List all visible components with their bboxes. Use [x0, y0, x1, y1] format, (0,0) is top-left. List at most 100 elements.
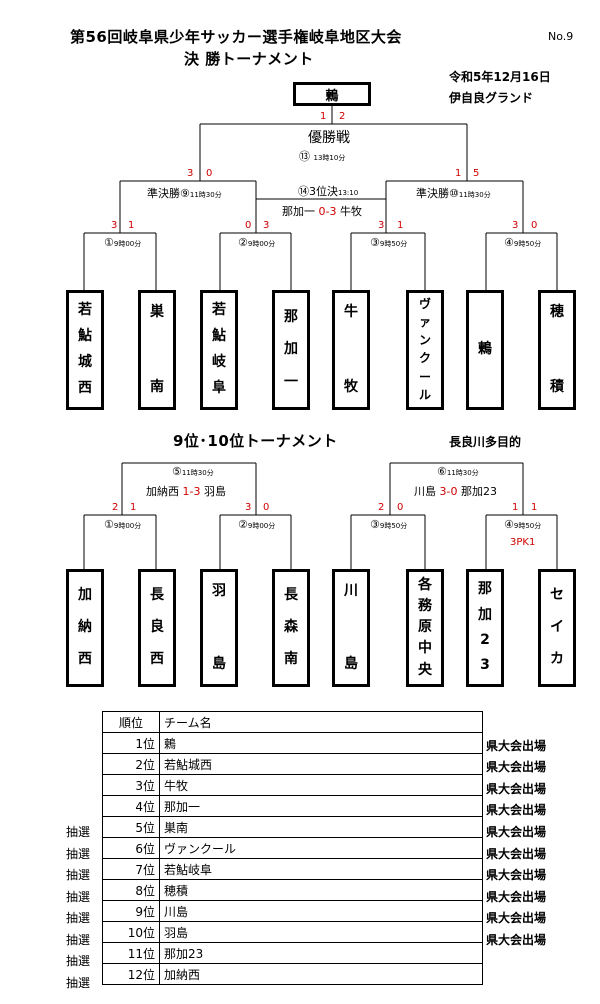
lower-venue: 長良川多目的 — [449, 435, 522, 449]
team-cell: 鶫 — [159, 732, 483, 754]
lm1-score-right: 1 — [130, 502, 137, 513]
team-char: 那 — [478, 581, 492, 598]
team-char: 西 — [78, 651, 92, 668]
m3-info: ③9時50分 — [370, 236, 407, 249]
team-char: 西 — [150, 651, 164, 668]
m6-score: 3-0 — [439, 485, 458, 498]
rank-cell: 4位 — [102, 795, 160, 817]
team-box: 加納西 — [66, 569, 104, 687]
team-box: 若鮎城西 — [66, 290, 104, 410]
m4-info: ④9時50分 — [504, 236, 541, 249]
rank-cell: 7位 — [102, 858, 160, 880]
team-char: 長 — [284, 587, 298, 604]
m5-number: ⑤ — [172, 465, 182, 478]
rank-cell: 10位 — [102, 921, 160, 943]
bracket-title: 決 勝トーナメント — [184, 50, 314, 68]
team-box: 各務原中央 — [406, 569, 444, 687]
lm3-info: ③9時50分 — [370, 518, 407, 531]
team-cell: 若鮎岐阜 — [159, 858, 483, 880]
lottery-note: 抽選 — [66, 890, 91, 904]
m3-time: 9時50分 — [379, 240, 408, 248]
team-char: 2 — [480, 632, 490, 649]
team-char: 鶫 — [478, 341, 492, 358]
lottery-note: 抽選 — [66, 933, 91, 947]
m2-number: ② — [238, 236, 248, 249]
team-char: 西 — [78, 380, 92, 397]
header-rank: 順位 — [102, 711, 160, 733]
lottery-note: 抽選 — [66, 911, 91, 925]
team-char: ン — [418, 333, 431, 348]
team-cell: 羽島 — [159, 921, 483, 943]
lm4-number: ④ — [504, 518, 514, 531]
team-char: ァ — [418, 315, 431, 330]
team-char: 鮎 — [212, 328, 226, 345]
m1-score-left: 3 — [111, 220, 118, 231]
table-row: 4位那加一 — [102, 795, 483, 817]
team-char: 島 — [212, 655, 226, 672]
team-char: 阜 — [212, 380, 226, 397]
semi2-score-left: 1 — [455, 168, 462, 179]
third-score: 0-3 — [318, 205, 337, 218]
m6-info: ⑥11時30分 — [437, 465, 479, 478]
team-char: 羽 — [212, 583, 226, 599]
m3-score-right: 1 — [397, 220, 404, 231]
lm4-score-left: 1 — [512, 502, 519, 513]
semi2-label: 準決勝⑩11時30分 — [416, 185, 491, 201]
m2-time: 9時00分 — [247, 240, 276, 248]
table-header-row: 順位 チーム名 — [102, 711, 483, 733]
team-box: 若鮎岐阜 — [200, 290, 238, 410]
qualify-note: 県大会出場 — [486, 868, 547, 882]
team-char: 島 — [344, 655, 358, 672]
team-box: 巣南 — [138, 290, 176, 410]
team-char: ヴ — [418, 296, 431, 311]
team-cell: 加納西 — [159, 963, 483, 985]
table-row: 9位川島 — [102, 900, 483, 922]
lm2-score-right: 0 — [263, 502, 270, 513]
semi1-label: 準決勝⑨11時30分 — [147, 185, 222, 201]
team-box: 羽島 — [200, 569, 238, 687]
m4-score-left: 3 — [512, 220, 519, 231]
semi1-name: 準決勝⑨ — [147, 187, 190, 200]
team-char: 央 — [418, 661, 432, 678]
team-char: 那 — [284, 308, 298, 325]
rank-cell: 2位 — [102, 753, 160, 775]
table-row: 3位牛牧 — [102, 774, 483, 796]
page-title: 第56回岐阜県少年サッカー選手権岐阜地区大会 — [70, 28, 402, 46]
team-char: セ — [550, 587, 564, 604]
team-cell: 川島 — [159, 900, 483, 922]
team-char: 穂 — [550, 304, 564, 320]
lottery-note: 抽選 — [66, 976, 91, 990]
team-box: 穂積 — [538, 290, 576, 410]
team-char: 牛 — [344, 304, 358, 320]
team-char: 南 — [284, 651, 298, 668]
third-place-label: ⑭3位決13:10 — [298, 183, 358, 199]
team-cell: 若鮎城西 — [159, 753, 483, 775]
team-char: 良 — [150, 619, 164, 636]
rank-cell: 8位 — [102, 879, 160, 901]
m2-score-left: 0 — [245, 220, 252, 231]
rank-cell: 6位 — [102, 837, 160, 859]
team-char: 城 — [78, 354, 92, 371]
team-char: 各 — [418, 576, 432, 593]
team-char: カ — [550, 651, 564, 668]
qualify-note: 県大会出場 — [486, 911, 547, 925]
qualify-note: 県大会出場 — [486, 803, 547, 817]
rank-cell: 12位 — [102, 963, 160, 985]
m1-number: ① — [104, 236, 114, 249]
semi2-name: 準決勝⑩ — [416, 187, 459, 200]
rank-cell: 3位 — [102, 774, 160, 796]
lm4-info: ④9時50分 — [504, 518, 541, 531]
m4-time: 9時50分 — [513, 240, 542, 248]
qualify-note: 県大会出場 — [486, 847, 547, 861]
team-box: 鶫 — [466, 290, 504, 410]
table-row: 10位羽島 — [102, 921, 483, 943]
lm1-number: ① — [104, 518, 114, 531]
team-char: 原 — [418, 619, 432, 636]
m5-time: 11時30分 — [181, 469, 214, 477]
qualify-note: 県大会出場 — [486, 760, 547, 774]
m2-info: ②9時00分 — [238, 236, 275, 249]
qualify-note: 県大会出場 — [486, 933, 547, 947]
team-char: ー — [418, 369, 431, 384]
semi1-time: 11時30分 — [189, 191, 222, 199]
final-score-right: 2 — [339, 111, 346, 122]
